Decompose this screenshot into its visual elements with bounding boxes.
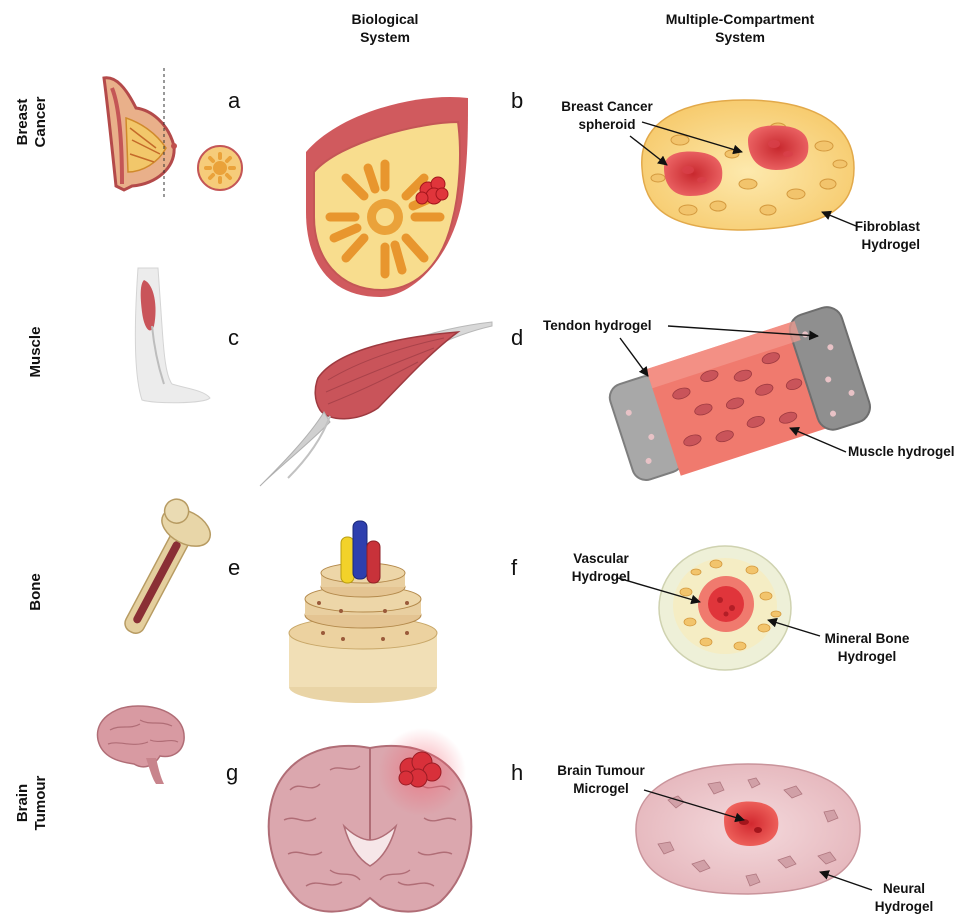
arrow-fibroblast <box>822 212 856 226</box>
arrow-mineral-bone <box>768 620 820 636</box>
arrow-brain-tumour <box>644 790 744 820</box>
arrow-tendon-left <box>620 338 648 376</box>
arrow-tendon-right <box>668 326 818 336</box>
arrow-muscle-hydrogel <box>790 428 846 452</box>
arrow-spheroid-left <box>630 136 667 165</box>
arrow-spheroid-right <box>642 122 742 152</box>
arrow-vascular <box>618 578 700 602</box>
arrow-neural <box>820 872 872 890</box>
